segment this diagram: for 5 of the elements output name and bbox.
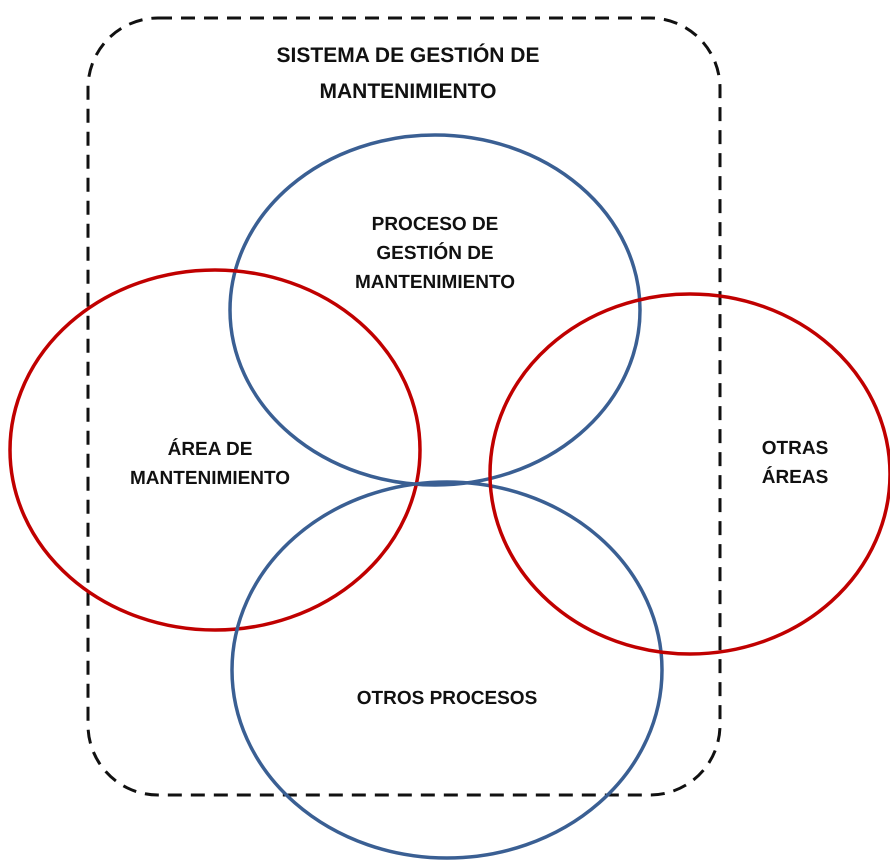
boundary-title: SISTEMA DE GESTIÓN DE MANTENIMIENTO bbox=[276, 42, 540, 105]
ellipse-label: PROCESO DE GESTIÓN DE MANTENIMIENTO bbox=[354, 213, 516, 295]
ellipse-label: OTROS PROCESOS bbox=[356, 687, 538, 711]
ellipse-label: OTRAS ÁREAS bbox=[760, 437, 830, 490]
ellipse-label: ÁREA DE MANTENIMIENTO bbox=[128, 437, 292, 491]
